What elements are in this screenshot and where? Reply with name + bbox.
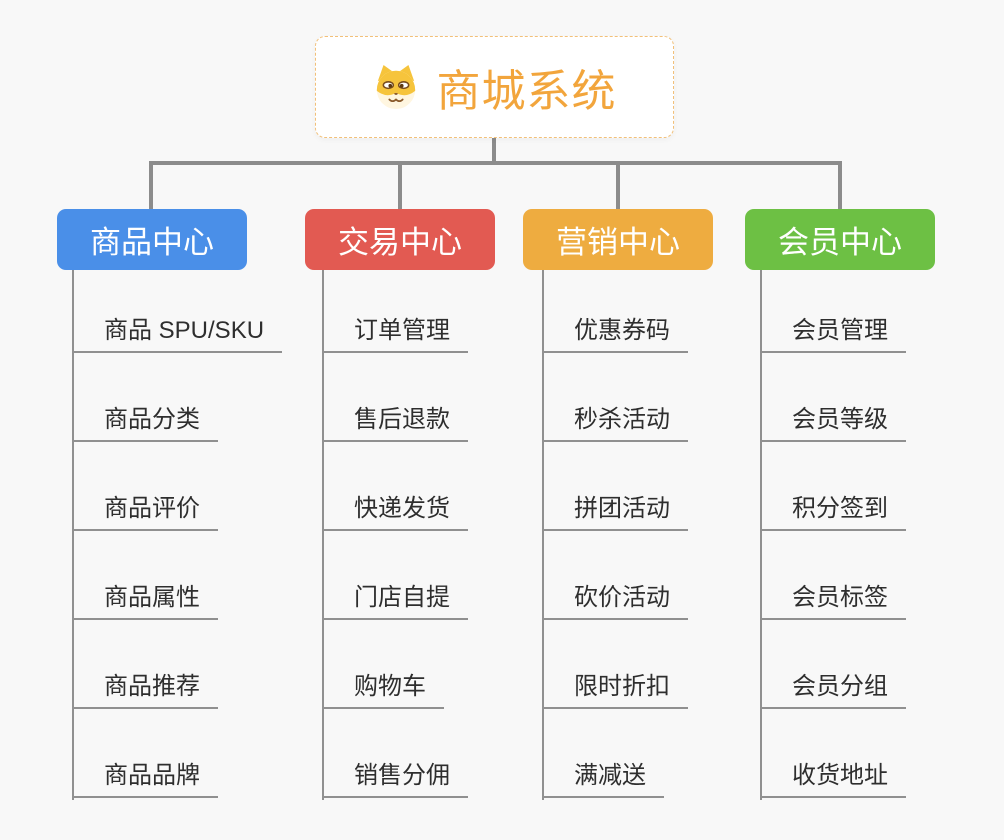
leaf-node[interactable]: 会员等级 [760, 400, 906, 442]
branch-node-product-center[interactable]: 商品中心 [57, 209, 247, 270]
branch-drop-line-4 [838, 161, 842, 209]
leaf-node[interactable]: 拼团活动 [542, 489, 688, 531]
leaf-node[interactable]: 订单管理 [322, 311, 468, 353]
leaf-node[interactable]: 商品分类 [72, 400, 218, 442]
column-spine-1 [72, 270, 74, 800]
leaf-node[interactable]: 秒杀活动 [542, 400, 688, 442]
leaf-node[interactable]: 售后退款 [322, 400, 468, 442]
leaf-node[interactable]: 商品评价 [72, 489, 218, 531]
leaf-node[interactable]: 收货地址 [760, 756, 906, 798]
root-node-mall-system[interactable]: 商城系统 [315, 36, 674, 138]
branch-label: 会员中心 [778, 225, 902, 260]
branch-label: 交易中心 [338, 225, 462, 260]
leaf-node[interactable]: 门店自提 [322, 578, 468, 620]
leaf-node[interactable]: 砍价活动 [542, 578, 688, 620]
leaf-node[interactable]: 购物车 [322, 667, 444, 709]
root-connector-stub [492, 138, 496, 163]
leaf-node[interactable]: 满减送 [542, 756, 664, 798]
leaf-node[interactable]: 会员分组 [760, 667, 906, 709]
leaf-node[interactable]: 商品品牌 [72, 756, 218, 798]
column-spine-2 [322, 270, 324, 800]
branch-node-member-center[interactable]: 会员中心 [745, 209, 935, 270]
leaf-node[interactable]: 会员管理 [760, 311, 906, 353]
leaf-node[interactable]: 积分签到 [760, 489, 906, 531]
leaf-node[interactable]: 商品属性 [72, 578, 218, 620]
branch-drop-line-2 [398, 161, 402, 209]
branch-node-marketing-center[interactable]: 营销中心 [523, 209, 713, 270]
leaf-node[interactable]: 销售分佣 [322, 756, 468, 798]
leaf-node[interactable]: 限时折扣 [542, 667, 688, 709]
leaf-node[interactable]: 会员标签 [760, 578, 906, 620]
leaf-node[interactable]: 商品推荐 [72, 667, 218, 709]
shiba-dog-icon [373, 64, 419, 110]
branch-drop-line-1 [149, 161, 153, 209]
branch-label: 营销中心 [556, 225, 680, 260]
leaf-node[interactable]: 商品 SPU/SKU [72, 311, 283, 353]
column-spine-4 [760, 270, 762, 800]
column-spine-3 [542, 270, 544, 800]
branch-bus-line [149, 161, 842, 165]
branch-label: 商品中心 [90, 225, 214, 260]
branch-node-trade-center[interactable]: 交易中心 [305, 209, 495, 270]
leaf-node[interactable]: 快递发货 [322, 489, 468, 531]
leaf-node[interactable]: 优惠券码 [542, 311, 688, 353]
root-node-label: 商城系统 [436, 67, 617, 116]
branch-drop-line-3 [616, 161, 620, 209]
